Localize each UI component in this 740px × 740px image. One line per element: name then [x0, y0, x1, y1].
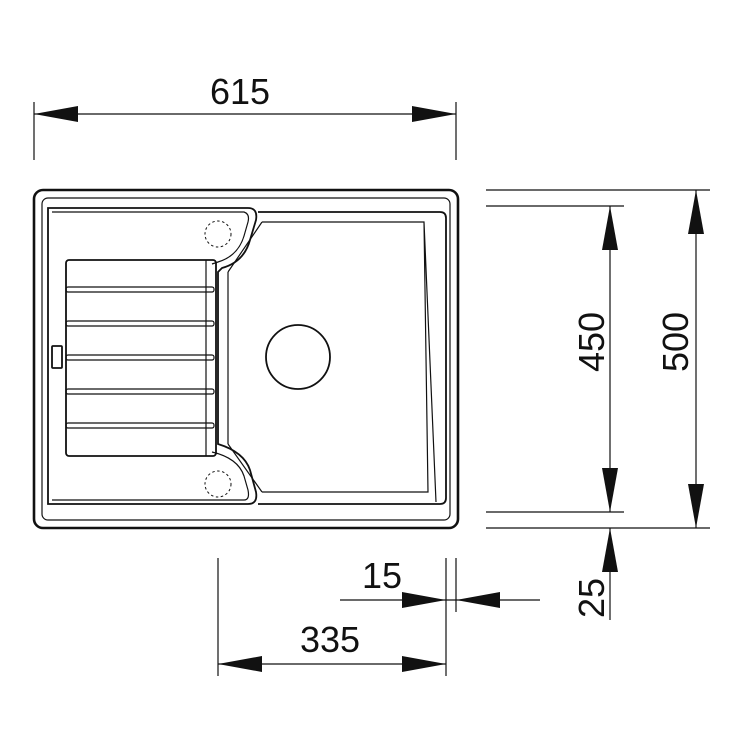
- overall-width-dimension: 615: [33, 71, 457, 160]
- bottom-dimensions: 15 335: [217, 555, 540, 676]
- sink-body: [32, 188, 460, 530]
- bowl-inner: [262, 221, 437, 503]
- rib-2: [65, 320, 215, 327]
- rib-5: [65, 422, 215, 429]
- arrow-right: [412, 106, 456, 122]
- overall-depth-label: 500: [655, 312, 696, 372]
- rib-1: [65, 286, 215, 293]
- bowl-depth-label: 450: [571, 312, 612, 372]
- overall-width-label: 615: [210, 71, 270, 112]
- overflow-slot: [51, 345, 63, 369]
- drainer-ribs: [65, 286, 215, 429]
- rib-4: [65, 388, 215, 395]
- rib-3: [65, 354, 215, 361]
- arrow-left: [34, 106, 78, 122]
- drainer-panel: [65, 259, 217, 457]
- tap-hole-bottom: [204, 470, 232, 498]
- sink-outer-rim: [32, 188, 460, 530]
- bowl-width-label: 335: [300, 619, 360, 660]
- depth-dimensions: 450 500 25: [486, 189, 710, 620]
- edge-label: 25: [571, 578, 612, 618]
- tap-hole-top: [204, 220, 232, 248]
- offset-label: 15: [362, 555, 402, 596]
- sink-inner-rim: [41, 197, 451, 521]
- drain-hole: [265, 324, 331, 390]
- bowl-outline: [258, 211, 447, 505]
- drainer-outline: [47, 207, 258, 505]
